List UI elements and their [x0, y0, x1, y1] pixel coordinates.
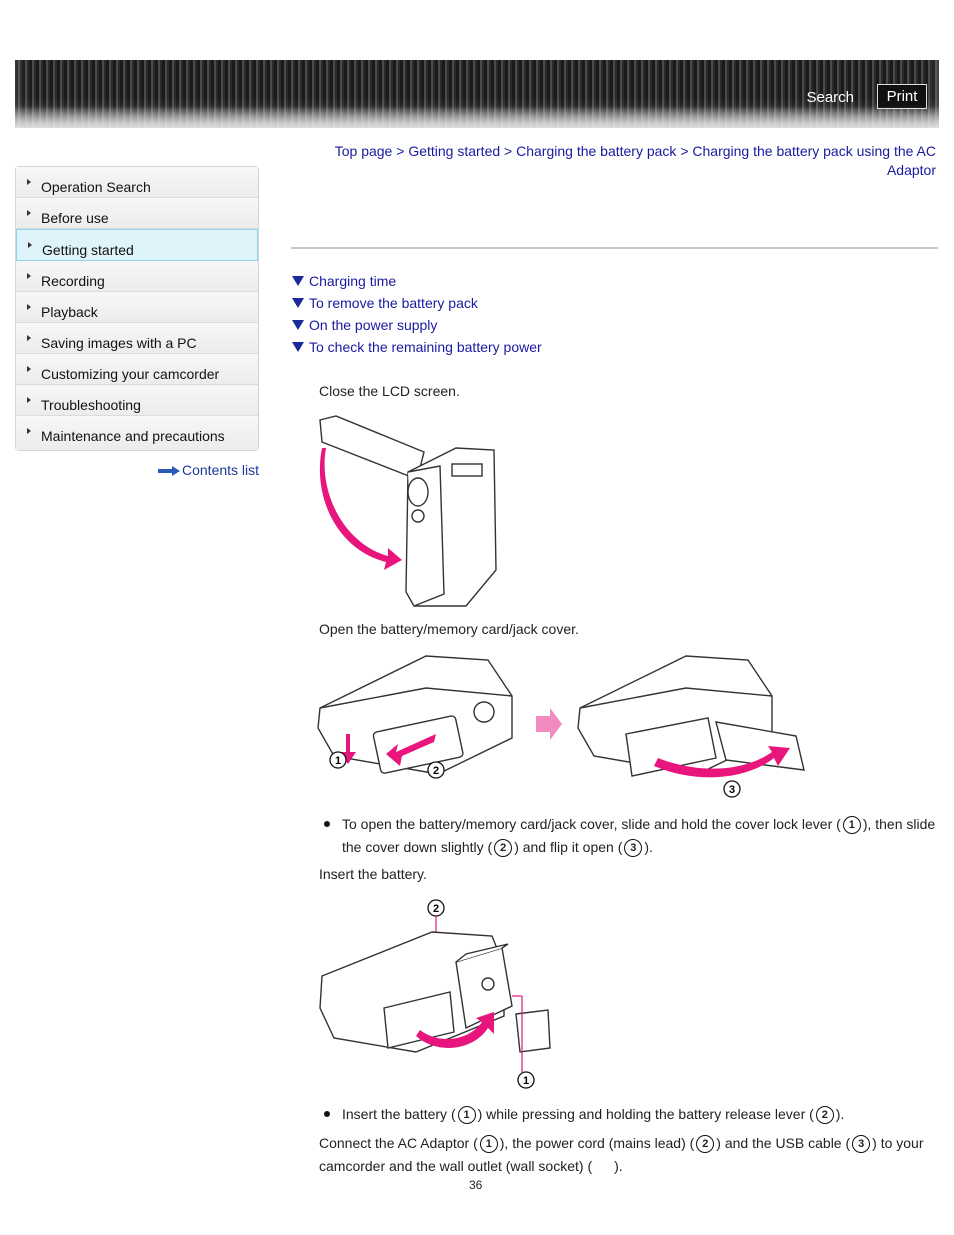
- number-2-icon: 2: [815, 1106, 834, 1125]
- step-2-note: To open the battery/memory card/jack cov…: [324, 813, 938, 859]
- caret-right-icon: [27, 428, 31, 434]
- note-text: ) and flip it open (: [514, 839, 623, 855]
- contents-list-label: Contents list: [182, 462, 260, 478]
- number-3-icon: 3: [852, 1135, 871, 1154]
- page-toc: Charging time To remove the battery pack…: [292, 270, 542, 358]
- sidebar-item-getting-started[interactable]: Getting started: [16, 229, 258, 261]
- step-1-text: Close the LCD screen.: [319, 383, 460, 399]
- toc-link-remaining-power[interactable]: To check the remaining battery power: [292, 336, 542, 358]
- triangle-down-icon: [292, 276, 304, 286]
- sidebar-item-label: Customizing your camcorder: [41, 366, 220, 382]
- bullet-dot: [324, 821, 330, 827]
- triangle-down-icon: [292, 298, 304, 308]
- print-button[interactable]: Print: [877, 84, 927, 109]
- search-button[interactable]: Search: [806, 89, 854, 106]
- caret-right-icon: [27, 366, 31, 372]
- sidebar-item-before-use[interactable]: Before use: [16, 198, 258, 229]
- toc-link-power-supply[interactable]: On the power supply: [292, 314, 542, 336]
- sidebar-item-troubleshooting[interactable]: Troubleshooting: [16, 385, 258, 416]
- breadcrumb-top-page[interactable]: Top page: [334, 143, 393, 159]
- sidebar-item-playback[interactable]: Playback: [16, 292, 258, 323]
- breadcrumb-separator: >: [676, 143, 693, 159]
- toc-label: Charging time: [309, 273, 397, 289]
- sidebar-item-label: Getting started: [42, 242, 134, 258]
- sidebar-nav: Operation Search Before use Getting star…: [15, 166, 259, 451]
- sidebar-item-maintenance[interactable]: Maintenance and precautions: [16, 416, 258, 450]
- number-2-icon: 2: [494, 839, 513, 858]
- note-text: Insert the battery (: [342, 1106, 456, 1122]
- close-lcd-illustration: [319, 415, 497, 607]
- sidebar-item-label: Troubleshooting: [41, 397, 141, 413]
- figure-label-2: 2: [433, 903, 439, 915]
- sidebar-item-label: Playback: [41, 304, 98, 320]
- sidebar-item-label: Before use: [41, 210, 109, 226]
- sidebar-item-label: Saving images with a PC: [41, 335, 197, 351]
- note-text: ), then slide: [862, 816, 936, 832]
- note-text: the cover down slightly (: [342, 839, 493, 855]
- arrow-right-icon: [158, 463, 180, 479]
- figure-label-3: 3: [729, 784, 735, 796]
- step-text: Connect the AC Adaptor (: [319, 1135, 478, 1151]
- step-3-note-text: Insert the battery (1) while pressing an…: [324, 1103, 938, 1126]
- note-text: ).: [835, 1106, 845, 1122]
- sidebar-item-label: Recording: [41, 273, 105, 289]
- contents-list-link[interactable]: Contents list: [158, 462, 259, 479]
- note-text: ) while pressing and holding the battery…: [477, 1106, 814, 1122]
- breadcrumb: Top page > Getting started > Charging th…: [316, 142, 936, 180]
- breadcrumb-getting-started[interactable]: Getting started: [408, 143, 501, 159]
- step-3-text: Insert the battery.: [319, 866, 427, 882]
- header-bar: Search Print: [15, 60, 939, 128]
- number-3-icon: 3: [624, 839, 643, 858]
- insert-battery-illustration: 2 1: [319, 899, 551, 1089]
- figure-label-1: 1: [523, 1075, 529, 1087]
- step-text: ) to your: [872, 1135, 924, 1151]
- number-1-icon: 1: [457, 1106, 476, 1125]
- step-4-text: Connect the AC Adaptor (1), the power co…: [319, 1132, 939, 1178]
- number-1-icon: 1: [842, 816, 861, 835]
- breadcrumb-separator: >: [500, 143, 517, 159]
- figure-label-1: 1: [335, 755, 341, 767]
- step-text: ), the power cord (mains lead) (: [499, 1135, 695, 1151]
- note-text: To open the battery/memory card/jack cov…: [342, 816, 841, 832]
- open-cover-illustration: 1 2 3: [317, 655, 805, 798]
- page-number: 36: [469, 1178, 483, 1192]
- sidebar-item-recording[interactable]: Recording: [16, 261, 258, 292]
- toc-link-remove-battery[interactable]: To remove the battery pack: [292, 292, 542, 314]
- caret-right-icon: [27, 179, 31, 185]
- bullet-dot: [324, 1111, 330, 1117]
- toc-label: To check the remaining battery power: [309, 339, 542, 355]
- step-text: ) and the USB cable (: [716, 1135, 851, 1151]
- step-2-text: Open the battery/memory card/jack cover.: [319, 621, 579, 637]
- number-1-icon: 1: [479, 1135, 498, 1154]
- title-divider: [291, 247, 938, 249]
- sidebar-item-label: Maintenance and precautions: [41, 428, 225, 444]
- caret-right-icon: [27, 397, 31, 403]
- sidebar-item-saving-images[interactable]: Saving images with a PC: [16, 323, 258, 354]
- caret-right-icon: [27, 210, 31, 216]
- step-3-note: Insert the battery (1) while pressing an…: [324, 1103, 938, 1126]
- sidebar-item-label: Operation Search: [41, 179, 151, 195]
- step-text: camcorder and the wall outlet (wall sock…: [319, 1158, 593, 1174]
- breadcrumb-separator: >: [392, 143, 409, 159]
- toc-label: On the power supply: [309, 317, 438, 333]
- breadcrumb-charging-battery[interactable]: Charging the battery pack: [516, 143, 677, 159]
- caret-right-icon: [27, 304, 31, 310]
- sidebar-item-customizing[interactable]: Customizing your camcorder: [16, 354, 258, 385]
- number-2-icon: 2: [696, 1135, 715, 1154]
- note-text: ).: [644, 839, 653, 855]
- breadcrumb-current-page[interactable]: Charging the battery pack using the AC A…: [692, 143, 936, 178]
- caret-right-icon: [28, 242, 32, 248]
- caret-right-icon: [27, 273, 31, 279]
- triangle-down-icon: [292, 320, 304, 330]
- caret-right-icon: [27, 335, 31, 341]
- toc-label: To remove the battery pack: [309, 295, 478, 311]
- triangle-down-icon: [292, 342, 304, 352]
- step-2-note-text: To open the battery/memory card/jack cov…: [324, 813, 938, 859]
- figure-label-2: 2: [433, 765, 439, 777]
- step-text: ).: [614, 1158, 623, 1174]
- toc-link-charging-time[interactable]: Charging time: [292, 270, 542, 292]
- sidebar-item-operation-search[interactable]: Operation Search: [16, 167, 258, 198]
